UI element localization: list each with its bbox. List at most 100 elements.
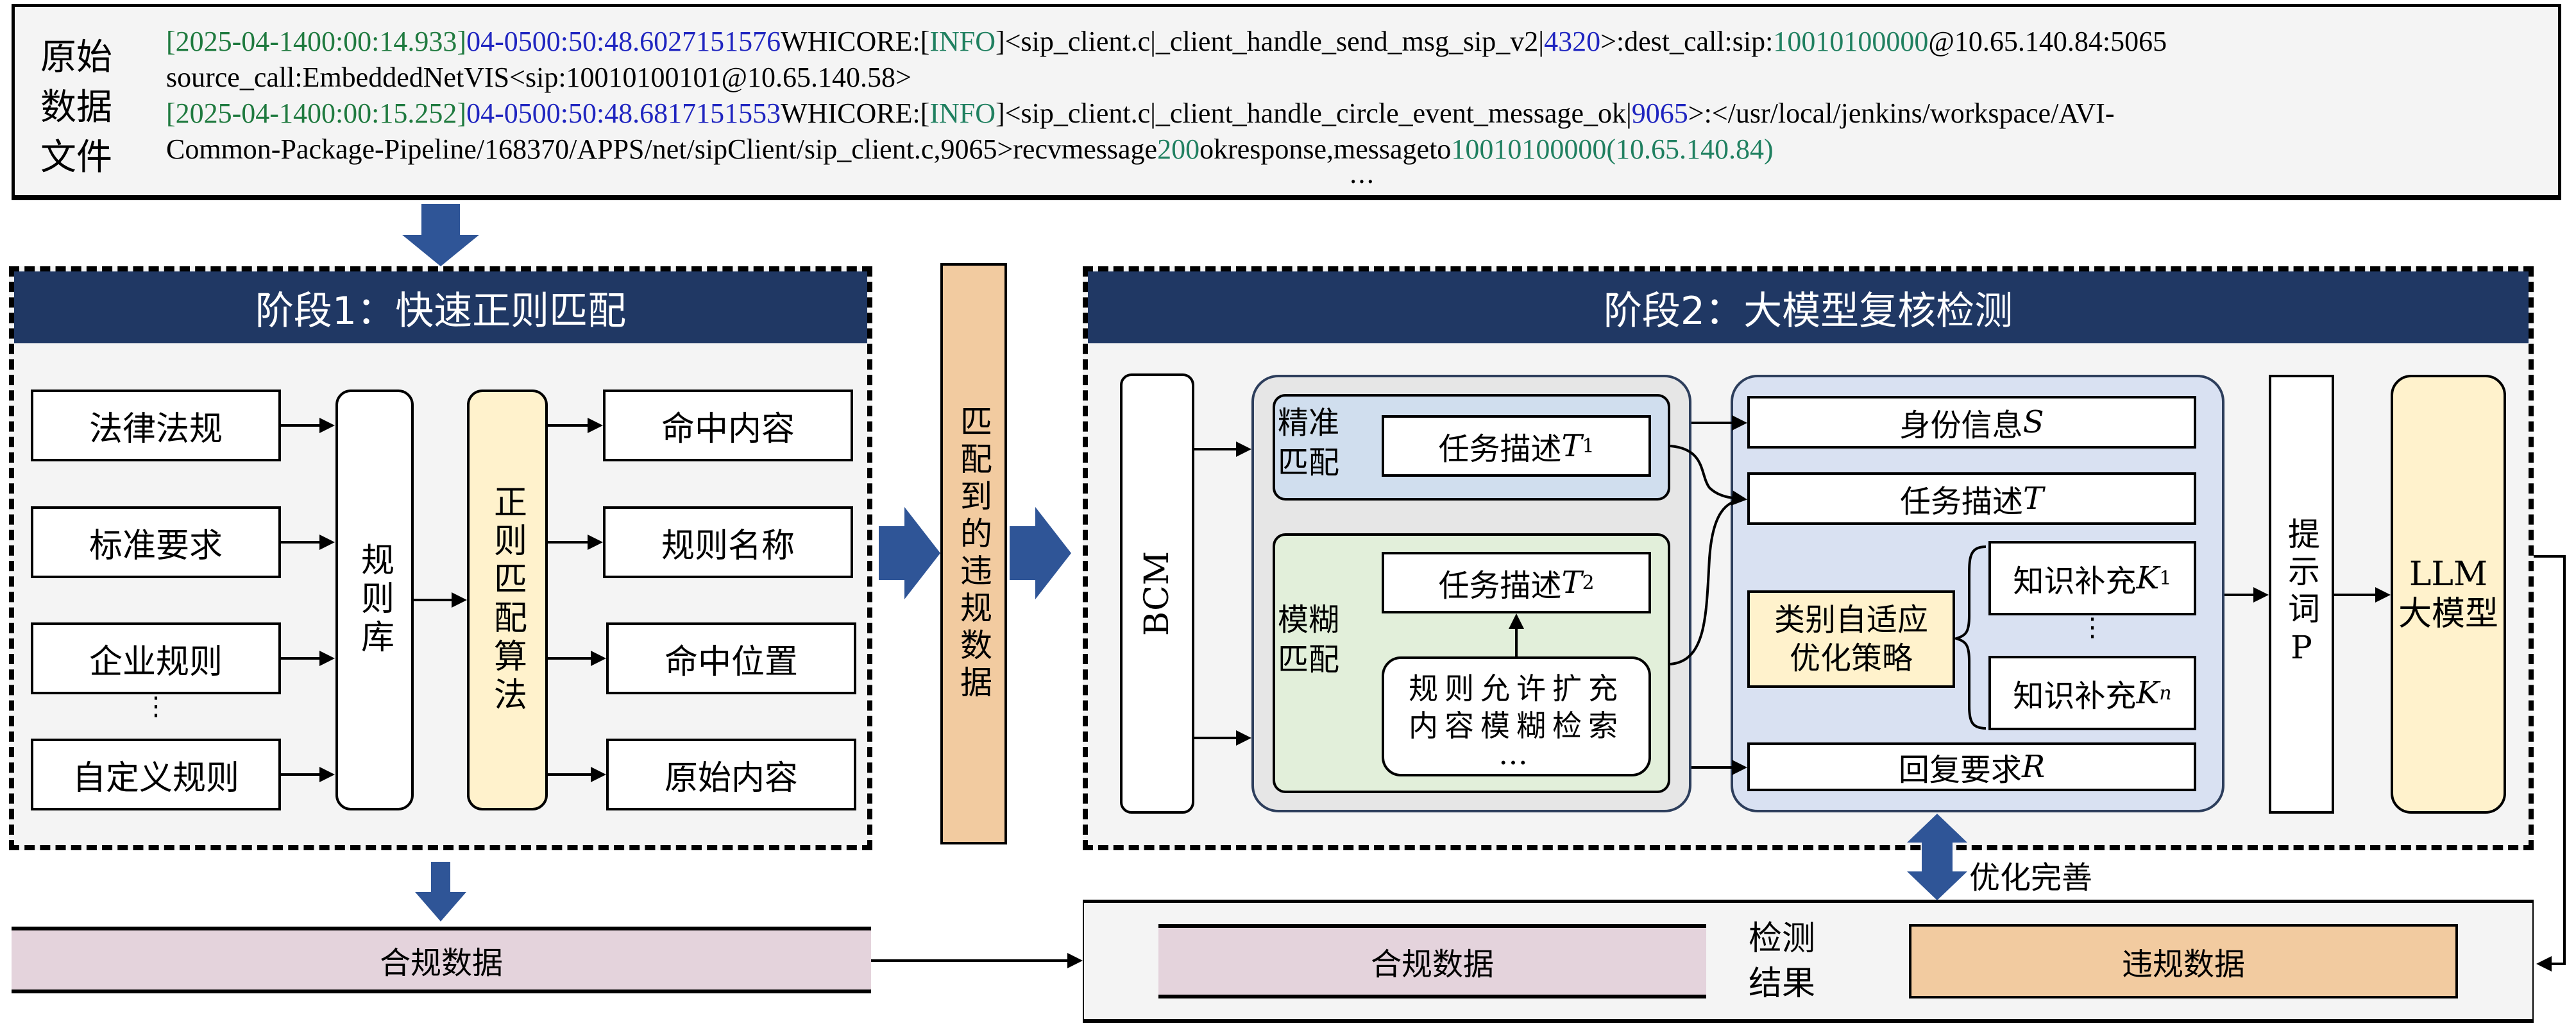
log-bracket: [ [920,26,930,57]
log-line-number: 9065 [1631,98,1688,129]
raw-ellipsis: … [1349,160,1375,189]
identity-text: 身份信息 [1899,407,2023,443]
output-hit-content: 命中内容 [603,390,853,461]
source-custom-rules: 自定义规则 [31,739,281,810]
log-level: INFO [929,98,996,129]
bcm-block: BCM [1120,373,1194,814]
log-line-1: [2025-04-1400:00:14.933]04-0500:50:48.60… [166,24,2539,60]
arrow-violation-to-stage2 [1010,507,1071,599]
knowledge-kn-text: 知识补充 [2013,678,2137,714]
task-text: 任务描述 [1899,484,2023,520]
source-laws: 法律法规 [31,390,281,461]
knowledge-kn-sym: K [2136,675,2160,711]
log-line-2: [2025-04-1400:00:15.252]04-0500:50:48.68… [166,96,2539,132]
output-hit-position: 命中位置 [606,622,856,694]
result-compliant: 合规数据 [1158,924,1706,998]
log-source: WHICORE: [781,98,920,129]
log-line-1-continuation: source_call:EmbeddedNetVIS<sip:100101001… [166,62,911,93]
curve-fuzzy-to-task [1670,498,1745,665]
arrow-stage1-to-violation [879,507,940,599]
task-t2-text: 任务描述 [1438,568,1562,604]
strategy-line1: 类别自适应 [1774,602,1928,638]
log-line-number: 4320 [1544,26,1601,57]
output-original-content: 原始内容 [606,739,856,810]
knowledge-k1-sym: K [2136,560,2160,596]
log-timestamp: [2025-04-1400:00:14.933] [166,26,467,57]
task-sym: T [2023,481,2044,517]
task-t1-text: 任务描述 [1438,431,1562,467]
knowledge-k1-sub: 1 [2159,567,2172,590]
arrow-raw-to-stage1 [402,204,479,266]
arrow-stage1-to-compliant [415,862,466,921]
log-function: <sip_client.c|_client_handle_circle_even… [1004,98,1632,129]
log-path: >:</usr/local/jenkins/workspace/AVI- [1688,98,2115,129]
log-device-time: 04-0500:50:48.6027151576 [466,26,781,57]
log-dest-addr: @10.65.140.84:5065 [1928,26,2167,57]
log-message: okresponse,messageto [1199,133,1452,165]
exact-match-label: 精准匹配 [1277,405,1339,481]
log-line-2-continuation: Common-Package-Pipeline/168370/APPS/net/… [166,132,2539,167]
log-level: INFO [929,26,996,57]
knowledge-kn-sub: n [2159,681,2172,705]
log-bracket: [ [920,98,930,129]
log-function: <sip_client.c|_client_handle_send_msg_si… [1004,26,1545,57]
log-bracket: ] [996,98,1005,129]
rule-base: 规则库 [335,390,414,810]
llm-block: LLM 大模型 [2391,375,2506,814]
log-code: 200 [1157,133,1200,165]
llm-line1: LLM [2409,555,2488,594]
knowledge-ellipsis: ⋮ [2080,613,2105,642]
log-ip: (10.65.140.84) [1606,133,1774,165]
matched-violation-data: 匹配到的违规数据 [940,263,1007,844]
log-number: 10010100000 [1451,133,1607,165]
log-source: WHICORE: [781,26,920,57]
results-label: 检测结果 [1748,920,1815,1003]
task-t1-sym: T [1561,428,1582,464]
stage1-title: 阶段1：快速正则匹配 [14,271,867,343]
fuzzy-rule-box: 规则允许扩充 内容模糊检索 … [1382,656,1651,776]
log-dest-prefix: >:dest_call:sip: [1600,26,1774,57]
fuzzy-rule-line1: 规则允许扩充 [1409,671,1624,706]
reply-text: 回复要求 [1898,752,2022,788]
task-t2-sub: 2 [1582,571,1595,594]
log-continuation: Common-Package-Pipeline/168370/APPS/net/… [166,133,1158,165]
task-t1-sub: 1 [1582,434,1595,458]
output-rule-name: 规则名称 [603,506,853,578]
source-standards: 标准要求 [31,506,281,578]
prompt-p: 提示词P [2269,375,2334,814]
log-device-time: 04-0500:50:48.6817151553 [466,98,781,129]
raw-data-panel: 原始数据文件 [2025-04-1400:00:14.933]04-0500:5… [12,4,2561,200]
log-dest-number: 10010100000 [1773,26,1929,57]
strategy-line2: 优化策略 [1789,640,1913,676]
compliant-data-stage1: 合规数据 [12,927,871,993]
knowledge-brace [1952,545,1987,730]
identity-sym: S [2022,404,2044,440]
regex-algorithm: 正则匹配算法 [467,390,548,810]
category-adaptive-strategy: 类别自适应 优化策略 [1747,590,1955,688]
reply-sym: R [2021,749,2046,785]
knowledge-k1-text: 知识补充 [2013,563,2137,599]
fuzzy-rule-line2: 内容模糊检索 [1409,708,1624,743]
source-enterprise-rules: 企业规则 [31,622,281,694]
arrow-llm-results [2534,555,2566,972]
stage2-title: 阶段2：大模型复核检测 [1088,271,2529,343]
optimize-label: 优化完善 [1969,860,2093,896]
llm-line2: 大模型 [2398,595,2498,633]
raw-log-lines: [2025-04-1400:00:14.933]04-0500:50:48.60… [166,24,2539,167]
optimize-double-arrow [1907,814,1967,900]
result-violation: 违规数据 [1909,924,2458,998]
curve-t1-to-task [1670,445,1747,506]
raw-data-label: 原始数据文件 [40,37,112,178]
log-bracket: ] [996,26,1005,57]
log-timestamp: [2025-04-1400:00:15.252] [166,98,467,129]
sources-ellipsis: ⋮ [143,692,169,721]
fuzzy-match-label: 模糊匹配 [1277,602,1339,678]
